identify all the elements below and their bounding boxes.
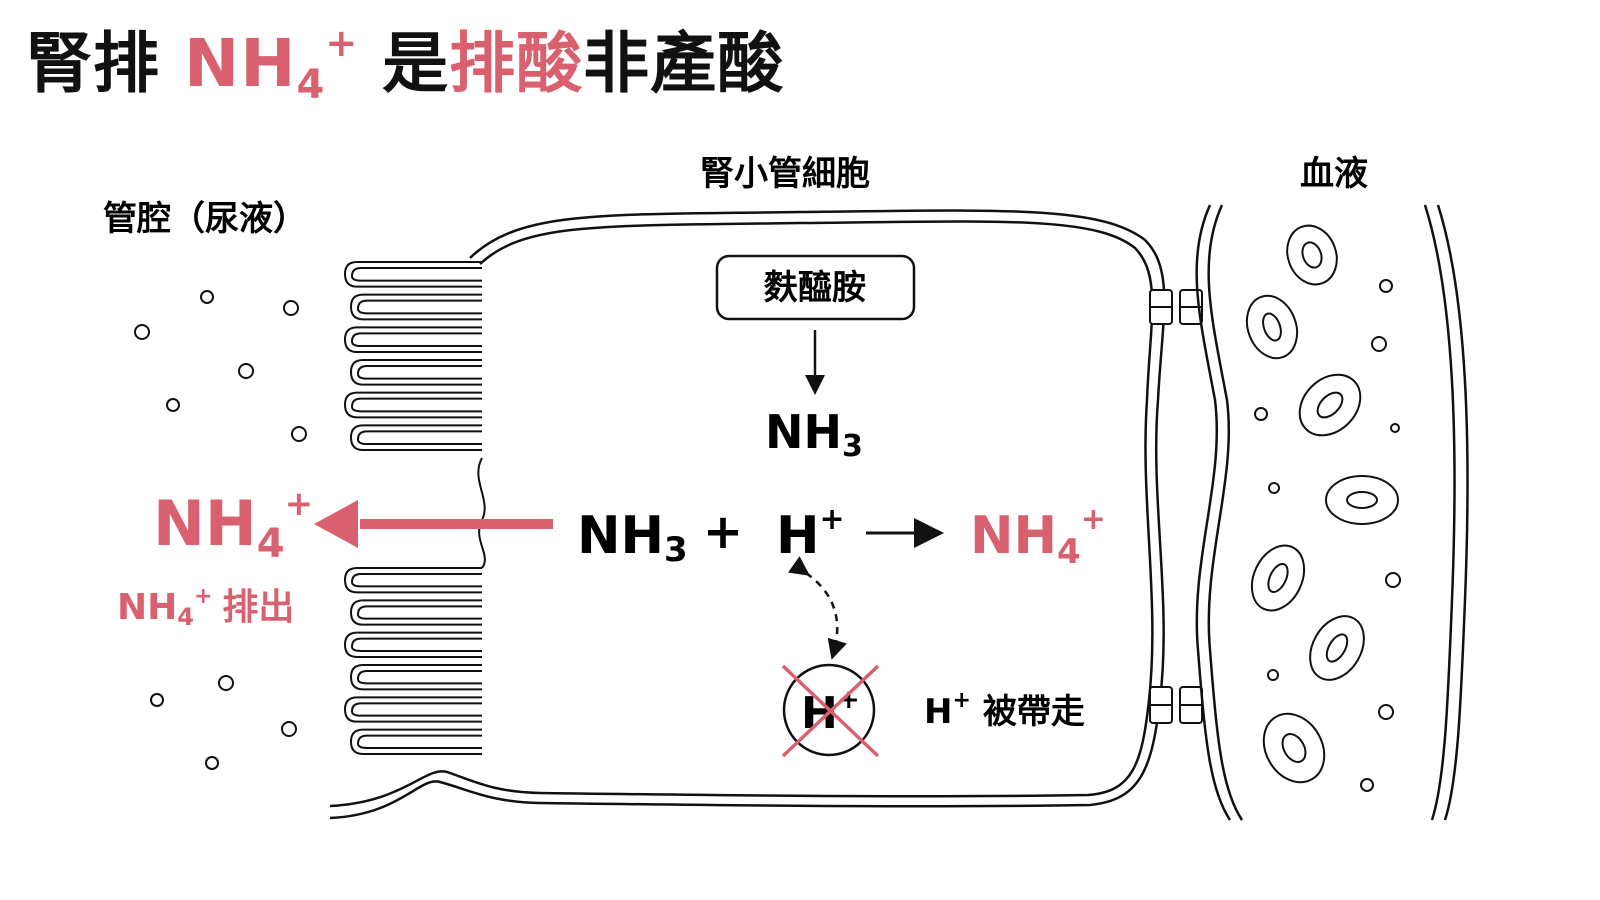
microvillus-inner (350, 332, 482, 347)
microvillus (349, 359, 482, 386)
microvillus (349, 599, 482, 626)
microvillus-inner (350, 637, 482, 652)
reaction-nh4: NH4+ (970, 502, 1106, 572)
membrane-segment (477, 457, 486, 569)
microvillus (343, 261, 482, 288)
microvillus (349, 728, 482, 755)
lumen-label: 管腔（尿液） (103, 199, 307, 239)
blood-cells (1245, 224, 1399, 784)
cell-membrane (329, 209, 1166, 820)
particle (200, 290, 214, 304)
tight-junctions (1149, 289, 1203, 724)
glutamine-label: 麩醯胺 (763, 268, 866, 308)
microvillus-inner (350, 267, 482, 282)
microvillus-inner (356, 299, 482, 315)
microvillus (343, 567, 482, 594)
microvillus (343, 631, 482, 658)
particle (238, 363, 254, 379)
microvillus-inner (350, 397, 482, 413)
microvillus-inner (356, 430, 482, 445)
glutamine-box (715, 254, 916, 321)
reaction-nh3: NH3 (577, 506, 688, 570)
reaction-h: H+ (776, 502, 845, 566)
microvillus (349, 293, 482, 321)
nh3-top: NH3 (765, 405, 863, 464)
microvillus (343, 391, 482, 419)
lumen-particles (134, 290, 307, 770)
microvillus (349, 424, 482, 451)
microvillus (343, 696, 482, 723)
particle (166, 398, 180, 412)
particle (281, 721, 297, 737)
cell-label: 腎小管細胞 (700, 154, 870, 194)
particle (283, 300, 299, 316)
h-carried-label: H+被帶走 (924, 688, 1085, 732)
microvillus-inner (356, 734, 482, 749)
particle (218, 675, 234, 691)
dashed-exchange-arrow (787, 556, 847, 660)
excretion-caption: NH4+排出 (117, 584, 294, 631)
microvillus-inner (350, 573, 482, 588)
particle (291, 426, 307, 442)
microvillus-inner (356, 605, 482, 620)
microvillus-inner (350, 702, 482, 717)
particle (134, 324, 150, 340)
blood-particles (1254, 279, 1401, 792)
microvilli (343, 261, 486, 755)
microvillus-inner (356, 670, 482, 685)
page-title: 腎排 NH4+ 是排酸非產酸 (26, 21, 785, 108)
microvillus (343, 326, 482, 353)
microvillus (349, 664, 482, 691)
lumen-nh4: NH4+ (153, 484, 313, 567)
capillary-wall (1195, 204, 1469, 821)
cross-line (781, 664, 880, 758)
h-crossed: H+ (801, 685, 860, 739)
microvillus-inner (356, 365, 482, 380)
blood-label: 血液 (1300, 154, 1368, 194)
particle (150, 693, 164, 707)
reaction-plus: + (703, 504, 743, 560)
particle (205, 756, 219, 770)
excretion-arrow-head (314, 500, 358, 548)
